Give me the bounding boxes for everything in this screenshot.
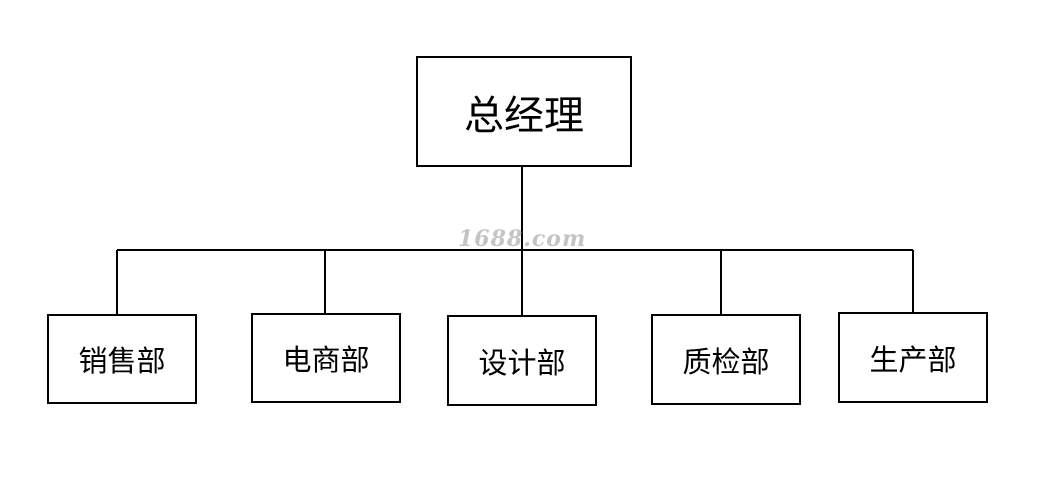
dept-node-label: 生产部 [869, 342, 957, 377]
dept-node-label: 电商部 [282, 343, 370, 377]
dept-node-label: 质检部 [682, 344, 770, 379]
dept-node-production: 生产部 [838, 312, 988, 403]
dept-node-label: 设计部 [478, 345, 566, 380]
root-node-label: 总经理 [464, 92, 584, 139]
dept-node-design: 设计部 [447, 315, 597, 406]
dept-node-sales: 销售部 [47, 314, 197, 404]
root-node-general-manager: 总经理 [416, 56, 632, 167]
dept-node-quality-inspection: 质检部 [651, 314, 801, 405]
dept-node-label: 销售部 [78, 344, 166, 378]
dept-node-ecommerce: 电商部 [251, 313, 401, 403]
